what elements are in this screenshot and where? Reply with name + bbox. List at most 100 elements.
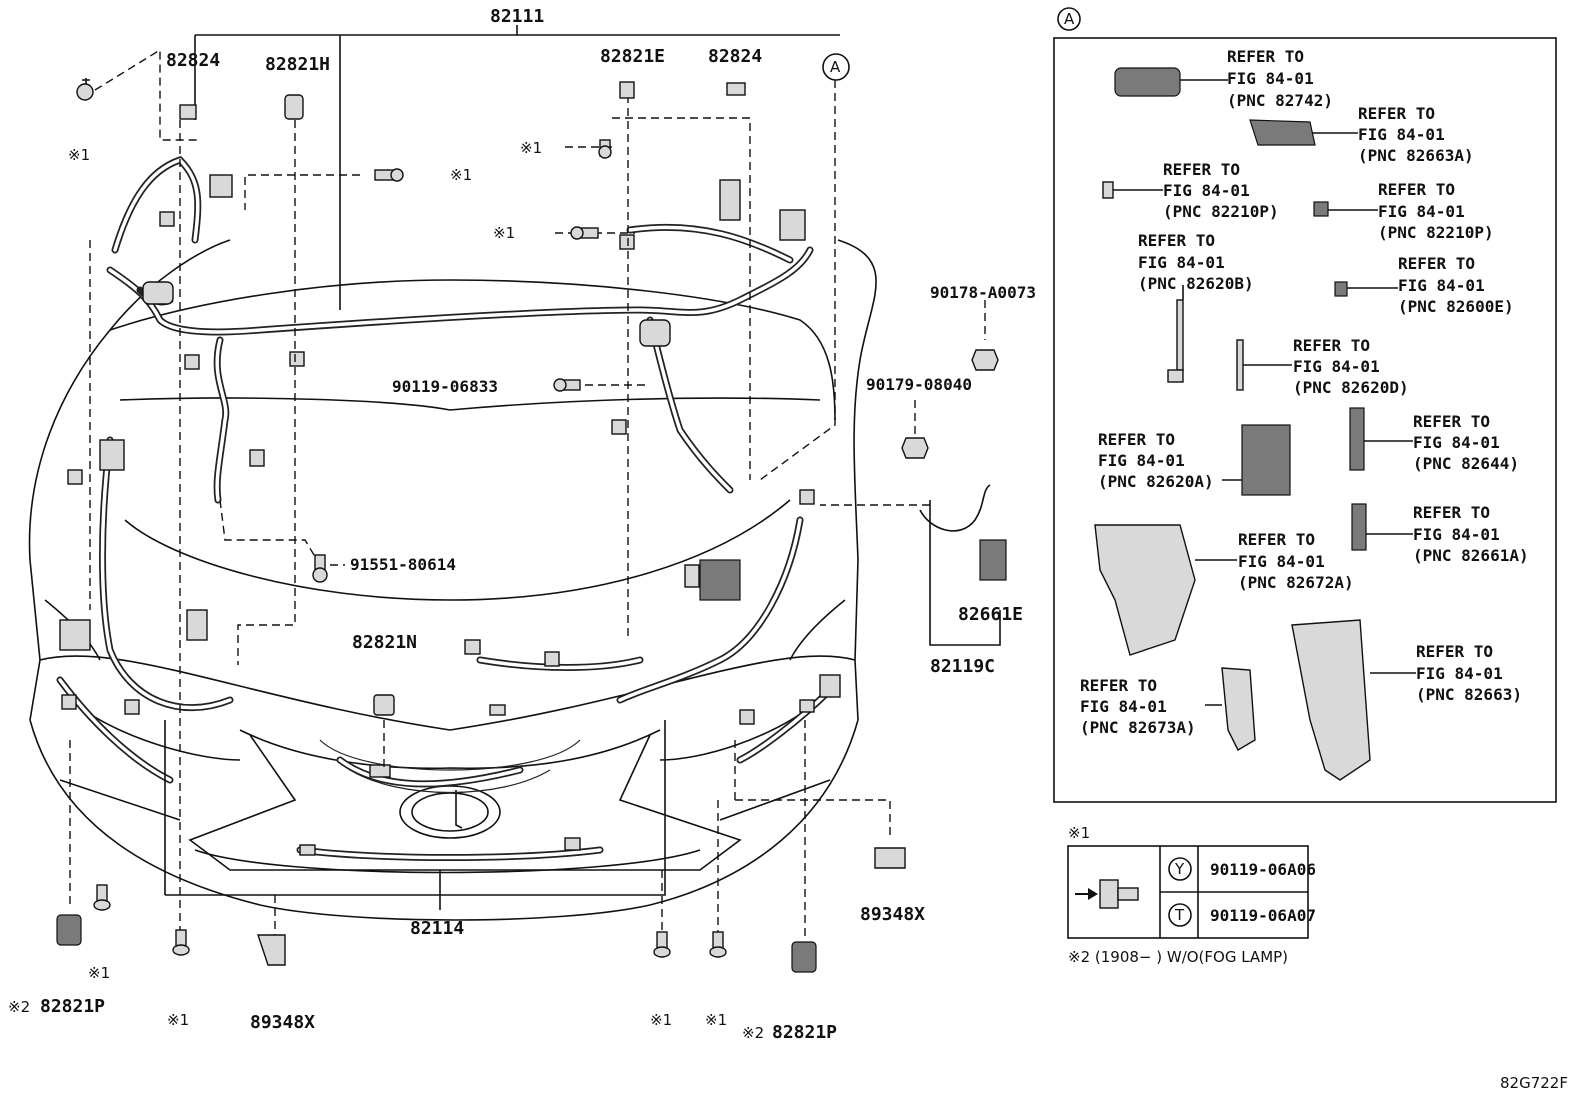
refer-item-82673a: REFER TO FIG 84-01 (PNC 82673A) xyxy=(1080,676,1196,737)
svg-text:REFER TO: REFER TO xyxy=(1163,160,1240,179)
sensor-icon-82661e xyxy=(979,539,1007,581)
svg-text:FIG 84-01: FIG 84-01 xyxy=(1358,125,1445,144)
svg-text:REFER TO: REFER TO xyxy=(1138,231,1215,250)
clip-icon-82824-right xyxy=(726,82,746,96)
clip-icon-82824-left xyxy=(179,104,197,120)
panel-title-a: A xyxy=(1064,10,1075,28)
refer-item-82644: REFER TO FIG 84-01 (PNC 82644) xyxy=(1413,412,1519,473)
refer-item-82620d: REFER TO FIG 84-01 (PNC 82620D) xyxy=(1293,336,1409,397)
svg-text:FIG 84-01: FIG 84-01 xyxy=(1413,433,1500,452)
bolt-icon-bottom-4 xyxy=(709,931,727,958)
bolt-icon-bottom-1 xyxy=(172,929,190,956)
bolt-icon-90119 xyxy=(553,378,581,392)
note-table: ※1 Y T 90119-06A06 90119-06A07 ※2 (1908−… xyxy=(1067,824,1316,966)
refer-item-82620b: REFER TO FIG 84-01 (PNC 82620B) xyxy=(1138,231,1254,293)
note-table-heading: ※1 xyxy=(1068,824,1090,842)
svg-text:(PNC 82600E): (PNC 82600E) xyxy=(1398,297,1514,316)
svg-text:(PNC 82661A): (PNC 82661A) xyxy=(1413,546,1529,565)
bolt-icon-top xyxy=(374,168,404,182)
svg-text:FIG 84-01: FIG 84-01 xyxy=(1293,357,1380,376)
clip-icon-82821n xyxy=(373,694,395,716)
note-mark-y: Y xyxy=(1174,860,1185,878)
bracket-icon-89348x-right xyxy=(874,847,906,869)
refer-item-82661a: REFER TO FIG 84-01 (PNC 82661A) xyxy=(1413,503,1529,565)
callout-lines xyxy=(69,25,1001,940)
label-82111: 82111 xyxy=(490,6,544,27)
svg-text:FIG 84-01: FIG 84-01 xyxy=(1138,253,1225,272)
refer-item-82742: REFER TO FIG 84-01 (PNC 82742) xyxy=(1227,47,1333,110)
svg-text:REFER TO: REFER TO xyxy=(1413,503,1490,522)
svg-text:FIG 84-01: FIG 84-01 xyxy=(1398,276,1485,295)
svg-text:(PNC 82210P): (PNC 82210P) xyxy=(1163,202,1279,221)
svg-text:(PNC 82673A): (PNC 82673A) xyxy=(1080,718,1196,737)
bolt-icon-bottom-3 xyxy=(653,931,671,958)
note-mark: ※2 xyxy=(742,1024,764,1042)
note-mark: ※1 xyxy=(450,166,472,184)
note-footnote: ※2 (1908− ) W/O(FOG LAMP) xyxy=(1068,948,1288,966)
svg-text:FIG 84-01: FIG 84-01 xyxy=(1238,552,1325,571)
svg-text:FIG 84-01: FIG 84-01 xyxy=(1378,202,1465,221)
note-mark: ※1 xyxy=(167,1011,189,1029)
note-mark: ※1 xyxy=(650,1011,672,1029)
svg-text:REFER TO: REFER TO xyxy=(1416,642,1493,661)
label-82824-right: 82824 xyxy=(708,46,762,67)
refer-item-82600e: REFER TO FIG 84-01 (PNC 82600E) xyxy=(1398,254,1514,316)
clip-icon-82821e xyxy=(619,81,635,99)
note-mark-t: T xyxy=(1174,906,1185,924)
note-part-90119-06a07: 90119-06A07 xyxy=(1210,906,1316,925)
label-82821n: 82821N xyxy=(352,632,417,653)
svg-text:REFER TO: REFER TO xyxy=(1398,254,1475,273)
svg-text:REFER TO: REFER TO xyxy=(1227,47,1304,66)
svg-text:REFER TO: REFER TO xyxy=(1080,676,1157,695)
refer-item-82663a: REFER TO FIG 84-01 (PNC 82663A) xyxy=(1358,104,1474,165)
label-82821p-right: 82821P xyxy=(772,1022,837,1043)
note-part-90119-06a06: 90119-06A06 xyxy=(1210,860,1316,879)
refer-item-82210p-left: REFER TO FIG 84-01 (PNC 82210P) xyxy=(1163,160,1279,221)
refer-panel: A REFER TO FIG 84-01 xyxy=(1053,7,1557,803)
refer-item-82210p-right: REFER TO FIG 84-01 (PNC 82210P) xyxy=(1378,180,1494,242)
nut-icon-90179 xyxy=(901,437,929,459)
svg-text:FIG 84-01: FIG 84-01 xyxy=(1416,664,1503,683)
vehicle-body-outline xyxy=(28,239,877,921)
clip-icon-82821h xyxy=(284,94,304,120)
connector-icon-82821p-right xyxy=(791,941,817,973)
svg-text:(PNC 82620B): (PNC 82620B) xyxy=(1138,274,1254,293)
svg-text:REFER TO: REFER TO xyxy=(1293,336,1370,355)
svg-text:(PNC 82644): (PNC 82644) xyxy=(1413,454,1519,473)
label-82821h: 82821H xyxy=(265,54,330,75)
svg-text:FIG 84-01: FIG 84-01 xyxy=(1227,69,1314,88)
label-82821e: 82821E xyxy=(600,46,665,67)
svg-text:REFER TO: REFER TO xyxy=(1358,104,1435,123)
label-91551-80614: 91551-80614 xyxy=(350,555,456,574)
bracket-icon-89348x-left xyxy=(257,934,286,966)
refer-item-82672a: REFER TO FIG 84-01 (PNC 82672A) xyxy=(1238,530,1354,592)
arrow-icon xyxy=(1088,888,1098,900)
svg-text:(PNC 82663A): (PNC 82663A) xyxy=(1358,146,1474,165)
svg-text:FIG 84-01: FIG 84-01 xyxy=(1098,451,1185,470)
bolt-icon-top-left xyxy=(76,78,94,101)
bolt-icon-bottom-2 xyxy=(93,884,111,911)
note-mark: ※1 xyxy=(705,1011,727,1029)
svg-text:FIG 84-01: FIG 84-01 xyxy=(1080,697,1167,716)
label-90178-a0073: 90178-A0073 xyxy=(930,283,1036,302)
note-mark: ※1 xyxy=(520,139,542,157)
svg-text:REFER TO: REFER TO xyxy=(1098,430,1175,449)
svg-text:REFER TO: REFER TO xyxy=(1378,180,1455,199)
hardware-icons xyxy=(56,78,1007,973)
part-labels: 82111 82824 82821H 82821E 82824 90119-06… xyxy=(8,6,1036,1043)
svg-text:(PNC 82663): (PNC 82663) xyxy=(1416,685,1522,704)
circle-a-marker: A xyxy=(830,58,841,76)
label-89348x-right: 89348X xyxy=(860,904,925,925)
diagram-code: 82G722F xyxy=(1500,1074,1568,1092)
svg-text:(PNC 82620A): (PNC 82620A) xyxy=(1098,472,1214,491)
label-82821p-left: 82821P xyxy=(40,996,105,1017)
svg-text:FIG 84-01: FIG 84-01 xyxy=(1163,181,1250,200)
bolt-icon-91551 xyxy=(312,554,328,583)
label-90119-06833: 90119-06833 xyxy=(392,377,498,396)
svg-text:(PNC 82742): (PNC 82742) xyxy=(1227,91,1333,110)
label-90179-08040: 90179-08040 xyxy=(866,375,972,394)
nut-icon-90178 xyxy=(971,349,999,371)
label-82114: 82114 xyxy=(410,918,464,939)
